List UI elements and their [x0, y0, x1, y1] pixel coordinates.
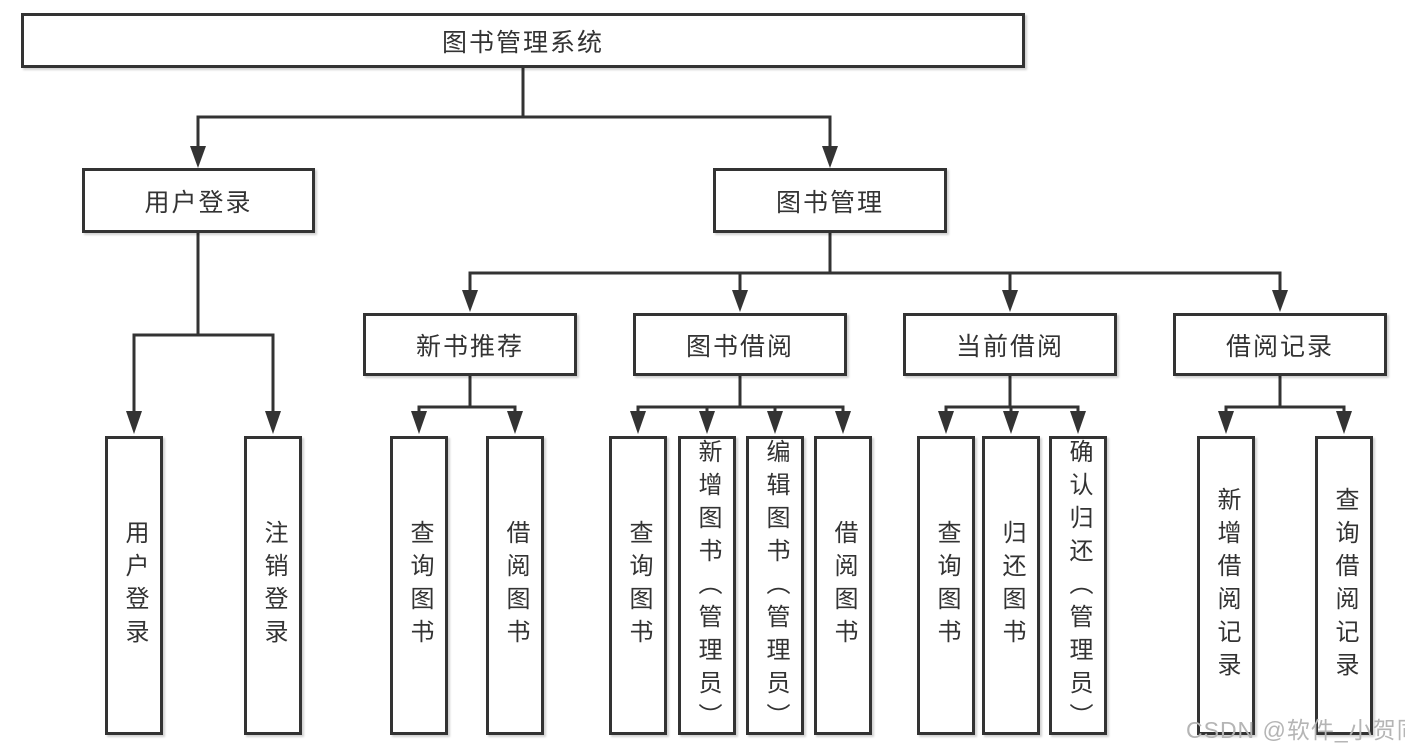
leaf-borrow-books-recommend-label: 借阅图书 — [502, 519, 529, 652]
arrowhead-icons — [126, 146, 1352, 434]
leaf-query-borrow-record-label: 查询借阅记录 — [1331, 486, 1358, 685]
leaf-confirm-return-admin-label: 确认归还（管理员） — [1065, 439, 1092, 736]
leaf-add-borrow-record-label: 新增借阅记录 — [1213, 486, 1240, 685]
leaf-logout-label: 注销登录 — [260, 519, 287, 652]
leaf-add-books-admin: 新增图书（管理员） — [678, 436, 736, 736]
node-current-borrowing-label: 当前借阅 — [955, 332, 1064, 361]
leaf-query-books-recommend: 查询图书 — [390, 436, 448, 735]
leaf-query-books-current-label: 查询图书 — [933, 519, 960, 652]
leaf-query-books-borrow: 查询图书 — [609, 436, 667, 735]
leaf-query-borrow-record: 查询借阅记录 — [1315, 436, 1373, 735]
node-library-system-label: 图书管理系统 — [441, 28, 604, 57]
leaf-add-books-admin-label: 新增图书（管理员） — [694, 439, 721, 736]
leaf-query-books-current: 查询图书 — [917, 436, 975, 735]
leaf-edit-books-admin: 编辑图书（管理员） — [746, 436, 804, 736]
node-current-borrowing: 当前借阅 — [903, 313, 1117, 376]
leaf-user-login-label: 用户登录 — [121, 519, 148, 652]
leaf-return-books: 归还图书 — [982, 436, 1040, 735]
node-borrowing-records-label: 借阅记录 — [1225, 332, 1334, 361]
leaf-logout: 注销登录 — [244, 436, 302, 735]
node-new-book-recommend: 新书推荐 — [363, 313, 577, 376]
leaf-query-books-recommend-label: 查询图书 — [406, 519, 433, 652]
node-book-borrowing: 图书借阅 — [633, 313, 847, 376]
node-book-management: 图书管理 — [713, 168, 947, 233]
node-user-login-label: 用户登录 — [144, 188, 253, 217]
leaf-return-books-label: 归还图书 — [998, 519, 1025, 652]
node-new-book-recommend-label: 新书推荐 — [415, 332, 524, 361]
leaf-confirm-return-admin: 确认归还（管理员） — [1049, 436, 1107, 736]
node-book-borrowing-label: 图书借阅 — [685, 332, 794, 361]
node-borrowing-records: 借阅记录 — [1173, 313, 1387, 376]
node-library-system: 图书管理系统 — [21, 13, 1025, 68]
leaf-borrow-books: 借阅图书 — [814, 436, 872, 735]
leaf-borrow-books-recommend: 借阅图书 — [486, 436, 544, 735]
leaf-query-books-borrow-label: 查询图书 — [625, 519, 652, 652]
leaf-edit-books-admin-label: 编辑图书（管理员） — [762, 439, 789, 736]
node-user-login: 用户登录 — [82, 168, 315, 233]
csdn-watermark: CSDN @软件_小贺同学 — [1186, 717, 1405, 743]
leaf-user-login: 用户登录 — [105, 436, 163, 735]
node-book-management-label: 图书管理 — [775, 188, 884, 217]
leaf-add-borrow-record: 新增借阅记录 — [1197, 436, 1255, 735]
leaf-borrow-books-label: 借阅图书 — [830, 519, 857, 652]
